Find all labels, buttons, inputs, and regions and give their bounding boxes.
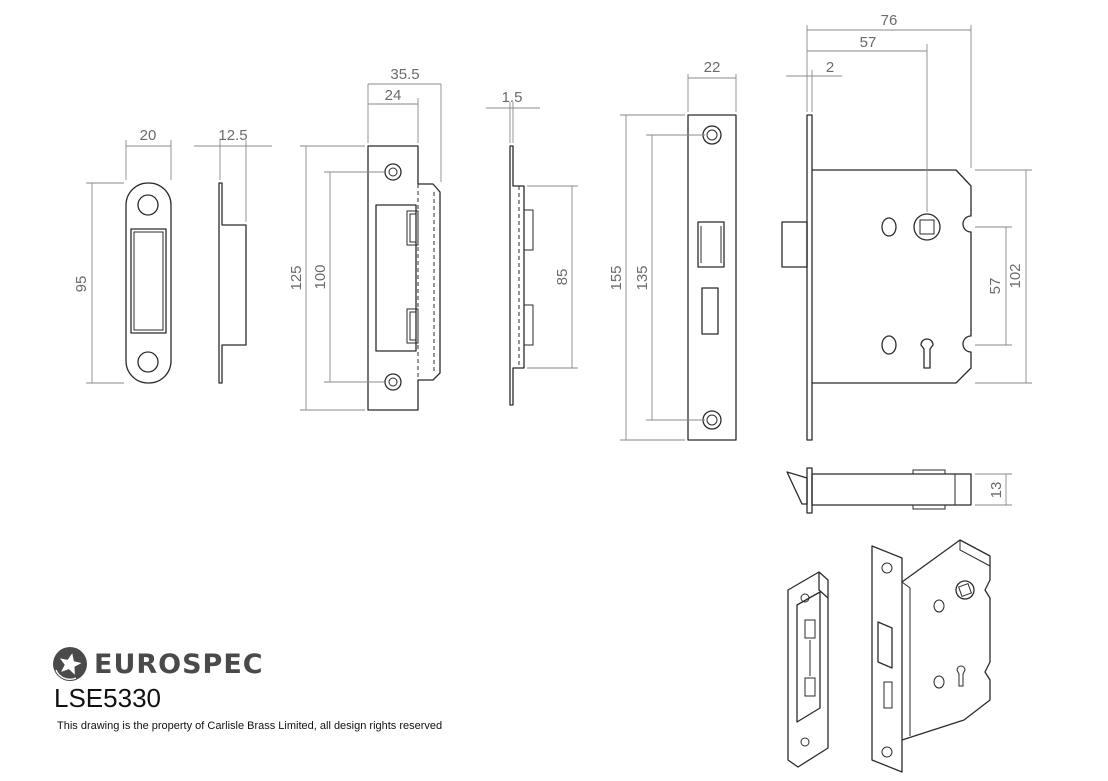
star-badge-icon	[53, 647, 87, 681]
forend-front-view	[620, 74, 737, 441]
dim-lock-backset: 57	[860, 34, 877, 51]
box-keep-front-view	[300, 83, 442, 411]
dim-strike-plate-height: 95	[73, 276, 90, 293]
dim-lock-centres: 57	[987, 278, 1004, 295]
dim-forend-height: 155	[608, 265, 625, 290]
box-keep-side-view	[486, 102, 578, 406]
dim-box-keep-side-height: 85	[554, 269, 571, 286]
dim-box-keep-side-thickness: 1.5	[502, 89, 523, 106]
dim-strike-plate-depth: 12.5	[218, 127, 247, 144]
dim-strike-plate-width: 20	[140, 127, 157, 144]
dim-forend-fixing-centres: 135	[634, 265, 651, 290]
dim-lock-case-depth: 13	[988, 482, 1005, 499]
strike-plate-side-view	[194, 140, 272, 384]
dim-box-keep-overall-width: 35.5	[390, 66, 419, 83]
box-keep-isometric-view	[787, 571, 829, 768]
brand-logo: EUROSPEC	[52, 646, 264, 682]
dim-box-keep-width: 24	[385, 87, 402, 104]
strike-plate-front-view	[86, 140, 172, 384]
dim-lock-case-height: 102	[1007, 263, 1024, 288]
dim-forend-thickness: 2	[826, 59, 834, 76]
lock-body-side-view	[781, 25, 1032, 441]
lock-body-plan-view	[786, 467, 1012, 514]
product-code: LSE5330	[54, 683, 161, 713]
dim-lock-case-width: 76	[881, 12, 898, 29]
lock-body-isometric-view	[871, 539, 991, 773]
dim-box-keep-fixing-centres: 100	[312, 264, 329, 289]
dim-forend-width: 22	[704, 59, 721, 76]
dim-box-keep-height: 125	[288, 265, 305, 290]
copyright-notice: This drawing is the property of Carlisle…	[57, 720, 443, 732]
brand-name: EUROSPEC	[94, 648, 264, 680]
